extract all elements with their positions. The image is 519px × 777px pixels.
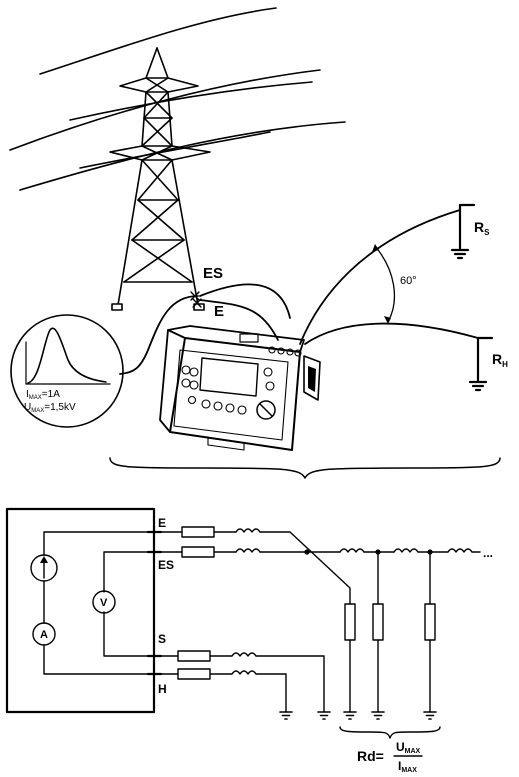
clamp-markers [190,291,202,308]
ammeter-symbol [32,622,56,646]
junction-dots [304,549,433,555]
external-wiring [160,528,481,713]
umax-label: UMAX=1,5kV [24,402,76,414]
formula-brace [339,726,441,739]
earth-tester-device [159,325,321,451]
formula-lhs: Rd= [357,748,384,764]
resistance-formula: Rd= UMAX IMAX [357,740,423,774]
test-leads [119,209,479,375]
ground-symbols [279,711,437,720]
terminal-es-label: ES [158,558,174,572]
ammeter-label: A [40,629,48,641]
imax-label: IMAX=1A [26,389,60,401]
power-lines [9,7,346,191]
tester-screen [199,357,259,397]
pulse-waveform-inset [10,314,124,428]
resistors [177,526,436,680]
formula-denominator: IMAX [398,759,417,774]
voltmeter-label: V [100,597,108,609]
es-lead-label: ES [203,265,223,282]
angle-label: 60° [400,275,417,287]
ground-brace [109,457,501,479]
current-source-symbol [30,554,58,582]
terminal-e-label: E [158,516,166,530]
angle-arrows [372,244,391,324]
voltmeter-symbol [92,590,116,614]
terminal-h-label: H [158,682,167,696]
rh-label: RH [492,351,508,369]
transmission-tower [109,47,211,311]
e-lead-label: E [214,303,224,320]
probe-rh [468,336,494,392]
terminal-dashes [146,530,163,676]
rs-label: RS [474,219,490,237]
probe-rs [450,203,476,260]
continuation-ellipsis: ... [483,546,493,560]
formula-numerator: UMAX [396,740,421,755]
instrument-box [5,507,156,714]
internal-wiring [43,531,155,675]
terminal-s-label: S [158,632,166,646]
